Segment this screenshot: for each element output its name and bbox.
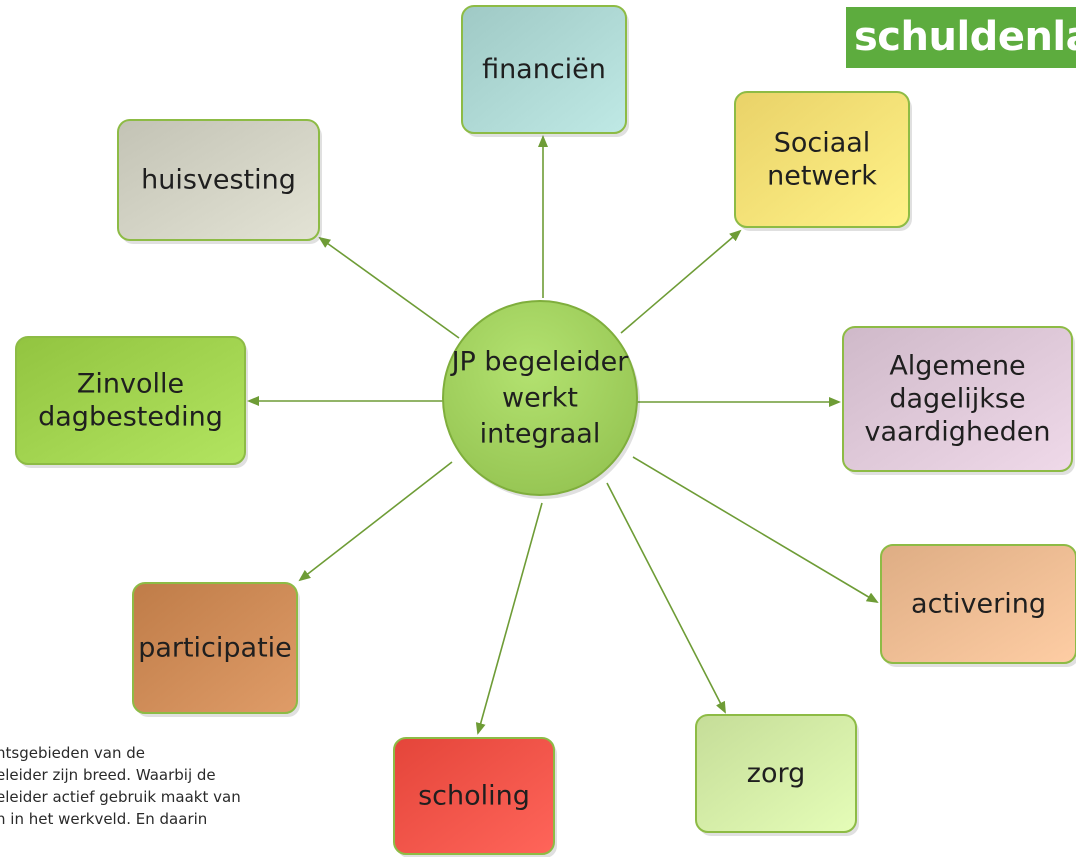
node-box bbox=[695, 714, 857, 833]
arrow-to-participatie bbox=[298, 461, 453, 582]
node-box bbox=[117, 119, 320, 241]
arrow-to-huisvesting bbox=[318, 236, 460, 339]
node-sociaal-netwerk-label-line-1: Sociaal bbox=[774, 128, 871, 159]
caption-line-3: eleider actief gebruik maakt van bbox=[0, 788, 241, 806]
node-box bbox=[15, 336, 246, 465]
caption-line-1: ntsgebieden van de bbox=[0, 744, 145, 762]
node-algemene-dagelijkse-vaardigheden-label-line-2: dagelijkse bbox=[889, 384, 1025, 415]
node-zorg-label-line-1: zorg bbox=[747, 758, 805, 789]
node-huisvesting-label-line-1: huisvesting bbox=[141, 165, 296, 196]
node-participatie: participatie bbox=[132, 582, 300, 717]
arrow-to-zorg bbox=[606, 482, 726, 714]
node-zinvolle-dagbesteding-label-line-2: dagbesteding bbox=[38, 402, 223, 433]
arrows-layer bbox=[247, 135, 879, 735]
caption-line-4: n in het werkveld. En daarin bbox=[0, 810, 208, 828]
center-label-line-2: werkt bbox=[502, 383, 578, 414]
center-node: JP begeleider werkt integraal bbox=[442, 300, 640, 499]
arrow-to-sociaal-netwerk bbox=[620, 229, 742, 334]
node-box bbox=[880, 544, 1076, 664]
logo-text: schuldenla bbox=[854, 14, 1076, 60]
center-label-line-1: JP begeleider bbox=[450, 347, 630, 378]
node-box bbox=[461, 5, 627, 134]
nodes-layer: financiënSociaalnetwerkAlgemenedagelijks… bbox=[15, 5, 1076, 857]
node-scholing-label-line-1: scholing bbox=[418, 781, 530, 812]
node-algemene-dagelijkse-vaardigheden-label-line-1: Algemene bbox=[889, 351, 1025, 382]
caption-text: ntsgebieden van de eleider zijn breed. W… bbox=[0, 742, 326, 830]
center-circle bbox=[442, 300, 638, 496]
arrow-to-scholing bbox=[475, 502, 543, 735]
schuldenlab-logo: schuldenla bbox=[846, 7, 1076, 68]
node-scholing: scholing bbox=[393, 737, 557, 857]
node-activering: activering bbox=[880, 544, 1076, 667]
node-box bbox=[734, 91, 910, 228]
node-zorg: zorg bbox=[695, 714, 859, 836]
node-financien-label-line-1: financiën bbox=[482, 54, 606, 85]
node-zinvolle-dagbesteding-label-line-1: Zinvolle bbox=[77, 369, 184, 400]
node-algemene-dagelijkse-vaardigheden-label-line-3: vaardigheden bbox=[864, 417, 1050, 448]
center-layer: JP begeleider werkt integraal bbox=[442, 300, 640, 499]
arrow-to-activering bbox=[632, 456, 879, 604]
node-activering-label-line-1: activering bbox=[911, 589, 1046, 620]
node-sociaal-netwerk-label-line-2: netwerk bbox=[767, 161, 877, 192]
center-label-line-3: integraal bbox=[480, 419, 601, 450]
caption-line-2: eleider zijn breed. Waarbij de bbox=[0, 766, 216, 784]
node-box bbox=[132, 582, 298, 714]
node-box bbox=[842, 326, 1073, 472]
node-box bbox=[393, 737, 555, 855]
node-huisvesting: huisvesting bbox=[117, 119, 322, 244]
node-participatie-label-line-1: participatie bbox=[138, 633, 292, 664]
node-financien: financiën bbox=[461, 5, 629, 137]
